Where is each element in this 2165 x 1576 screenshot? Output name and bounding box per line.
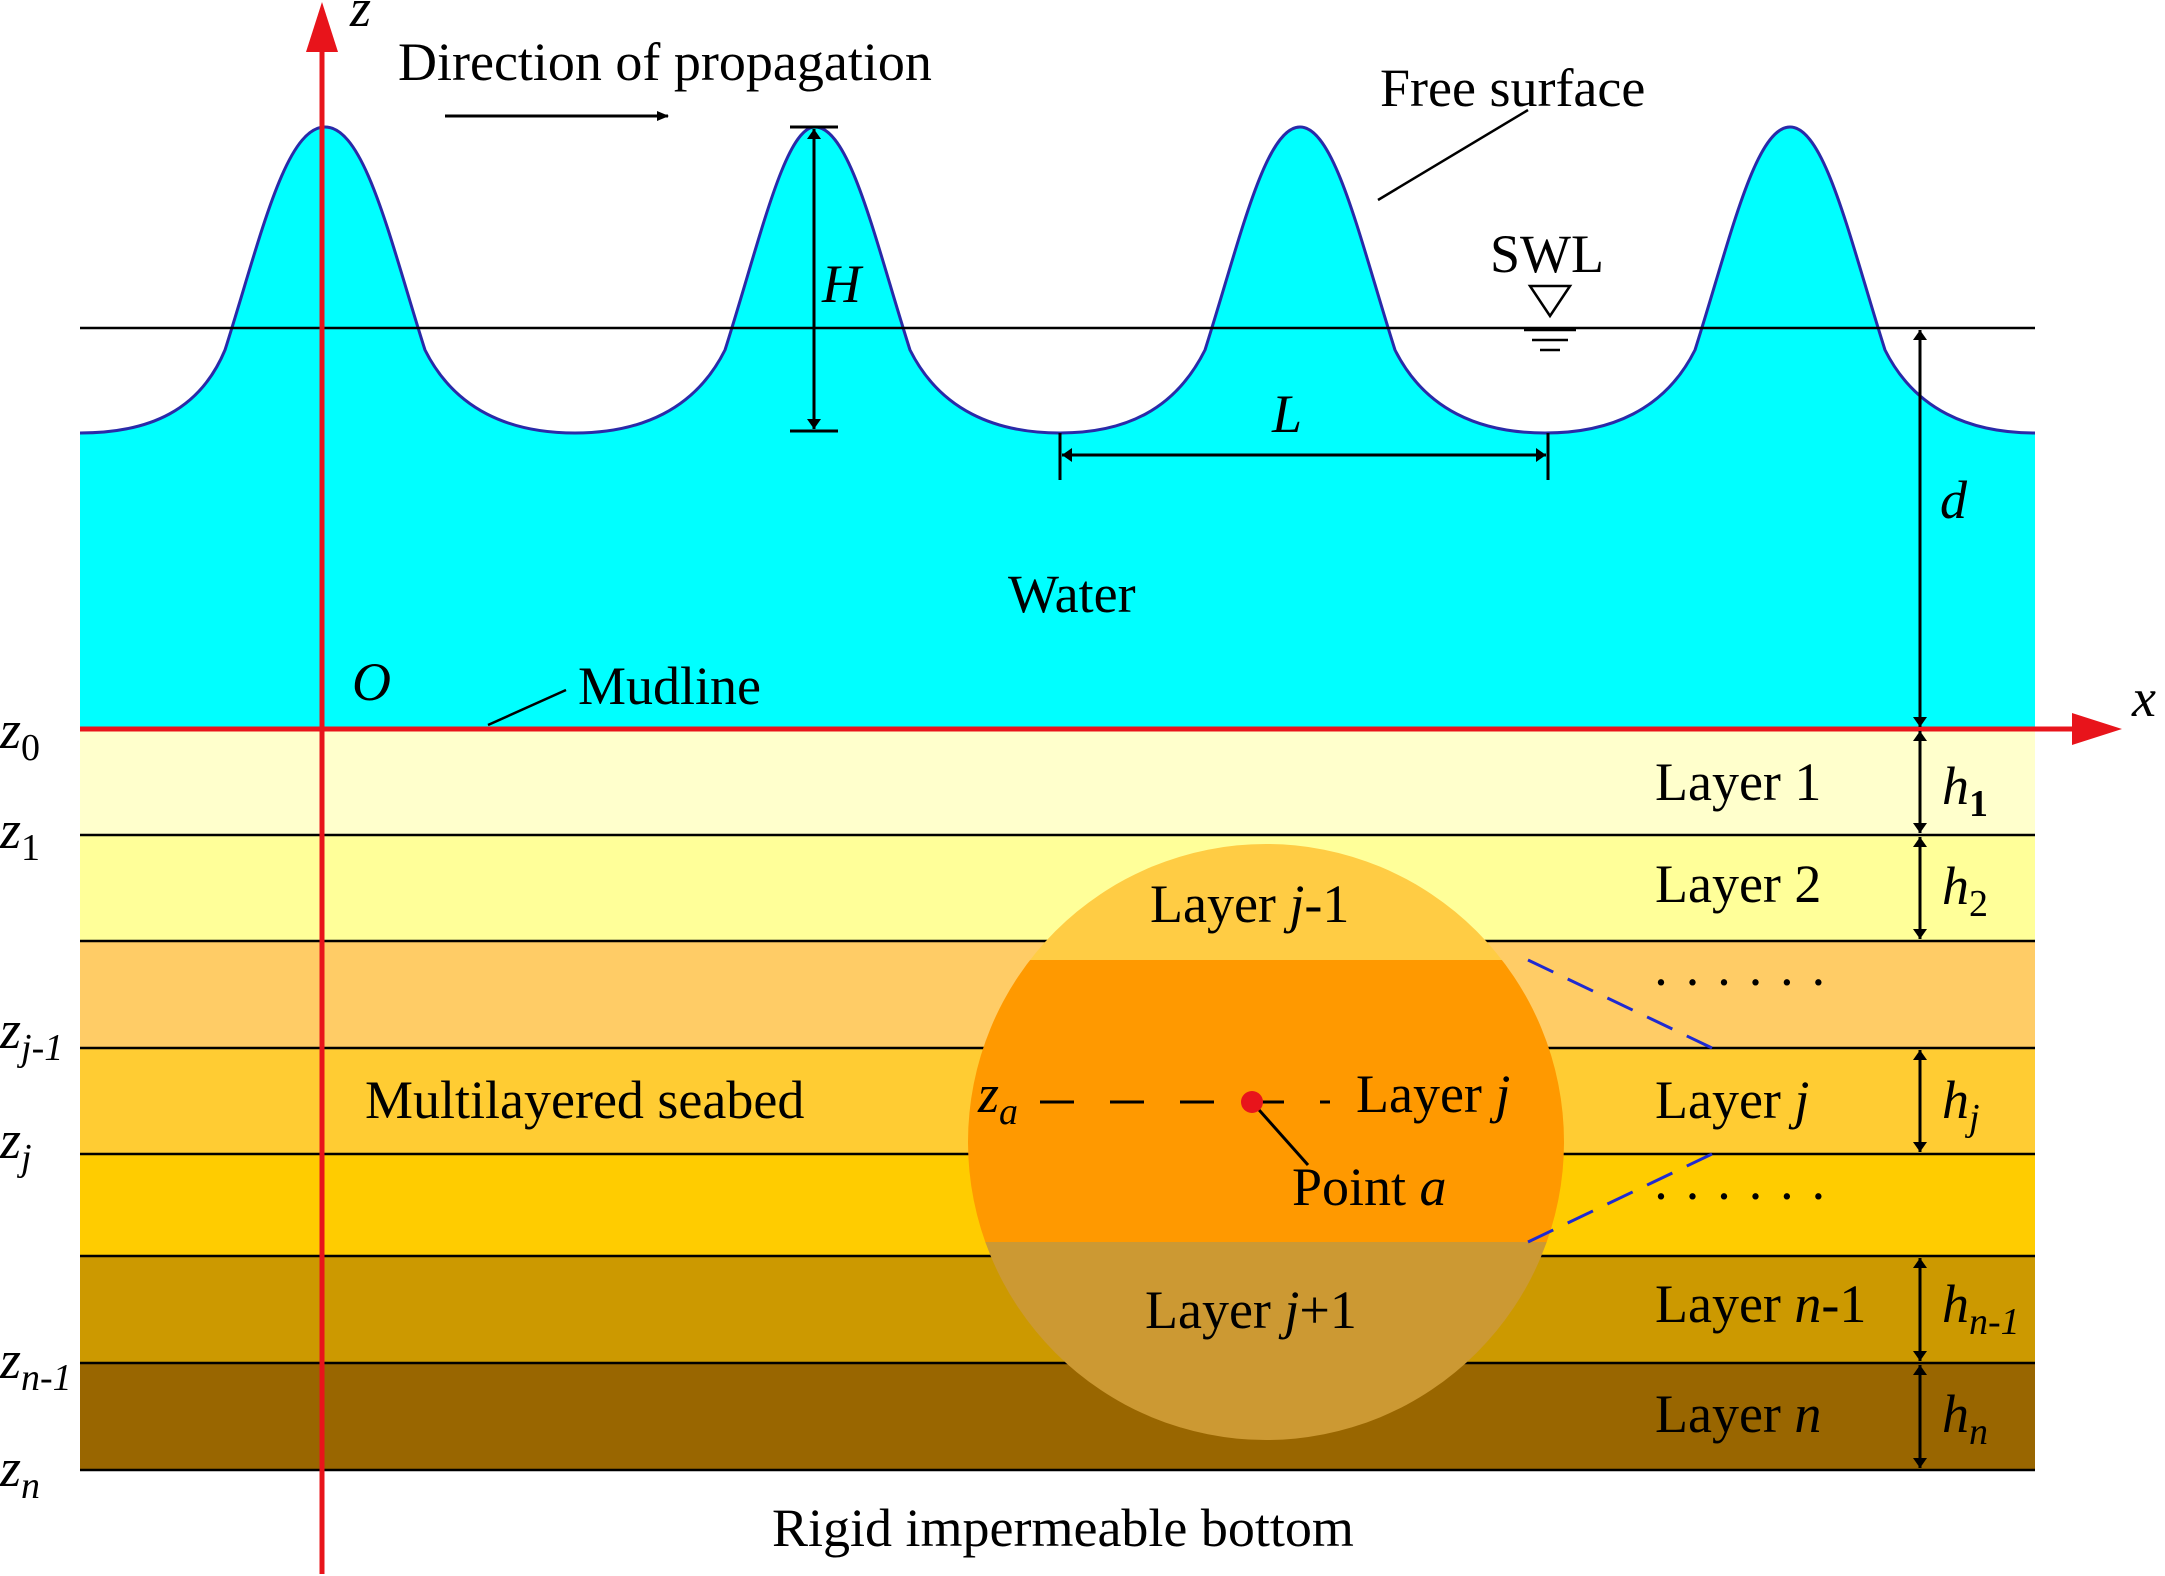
detail-middle-label: Layer j — [1356, 1064, 1510, 1124]
layer-label-2: Layer 2 — [1655, 854, 1821, 914]
origin-label: O — [352, 652, 391, 712]
seabed-label: Multilayered seabed — [365, 1070, 804, 1130]
wave-length-label: L — [1271, 384, 1302, 444]
detail-upper-label: Layer j-1 — [1150, 874, 1349, 934]
direction-label: Direction of propagation — [398, 32, 932, 92]
wave-height-dimension — [790, 125, 838, 433]
thickness-label-hj: hj — [1942, 1070, 1980, 1139]
swl-label: SWL — [1490, 224, 1604, 284]
boundary-label-zn-1: zn-1 — [0, 1330, 72, 1399]
wave-length-dimension — [1058, 433, 1550, 480]
layer-label-j: Layer j — [1655, 1070, 1809, 1130]
swl-symbol — [1524, 284, 1576, 352]
thickness-label-hn-1: hn-1 — [1942, 1274, 2020, 1343]
water-body — [80, 127, 2035, 729]
z-axis-arrowhead — [306, 2, 338, 52]
point-a-leader — [1250, 1101, 1310, 1166]
free-surface-leader — [1377, 108, 1529, 202]
swl-triangle — [1527, 284, 1573, 319]
connector-bottom — [1527, 1152, 1713, 1244]
free-surface-label: Free surface — [1380, 58, 1645, 118]
boundary-label-zj-1: zj-1 — [0, 1000, 63, 1069]
ellipsis-lower: · · · · · · — [1652, 1166, 1827, 1226]
detail-connectors — [1527, 958, 1713, 1244]
thickness-label-h1: h1 — [1942, 756, 1988, 825]
ellipsis-upper: · · · · · · — [1652, 952, 1827, 1012]
depth-label: d — [1940, 470, 1968, 530]
bottom-label: Rigid impermeable bottom — [772, 1498, 1354, 1558]
x-axis-label: x — [2131, 668, 2156, 728]
mudline-label: Mudline — [578, 656, 761, 716]
water-label: Water — [1008, 564, 1136, 624]
boundary-label-z0: z0 — [0, 700, 40, 769]
z-axis-label: z — [349, 0, 371, 38]
point-a-marker — [1241, 1091, 1263, 1113]
detail-lower-label: Layer j+1 — [1145, 1280, 1357, 1340]
layer-band-7 — [80, 1363, 2035, 1470]
wave-height-label: H — [821, 254, 864, 314]
layer-label-n-1: Layer n-1 — [1655, 1274, 1866, 1334]
thickness-label-hn: hn — [1942, 1384, 1988, 1453]
boundary-label-zj: zj — [0, 1110, 32, 1179]
za-label: za — [977, 1064, 1018, 1133]
layer-label-n: Layer n — [1655, 1384, 1821, 1444]
connector-top — [1527, 958, 1713, 1050]
thickness-label-h2: h2 — [1942, 856, 1988, 925]
layer-label-1: Layer 1 — [1655, 752, 1821, 812]
point-a-label: Point a — [1292, 1157, 1447, 1217]
mudline-leader — [487, 688, 567, 727]
boundary-label-zn: zn — [0, 1438, 40, 1507]
layer-band-1 — [80, 729, 2035, 835]
x-axis-arrowhead — [2072, 713, 2122, 745]
boundary-label-z1: z1 — [0, 800, 40, 869]
layer-band-2 — [80, 835, 2035, 941]
